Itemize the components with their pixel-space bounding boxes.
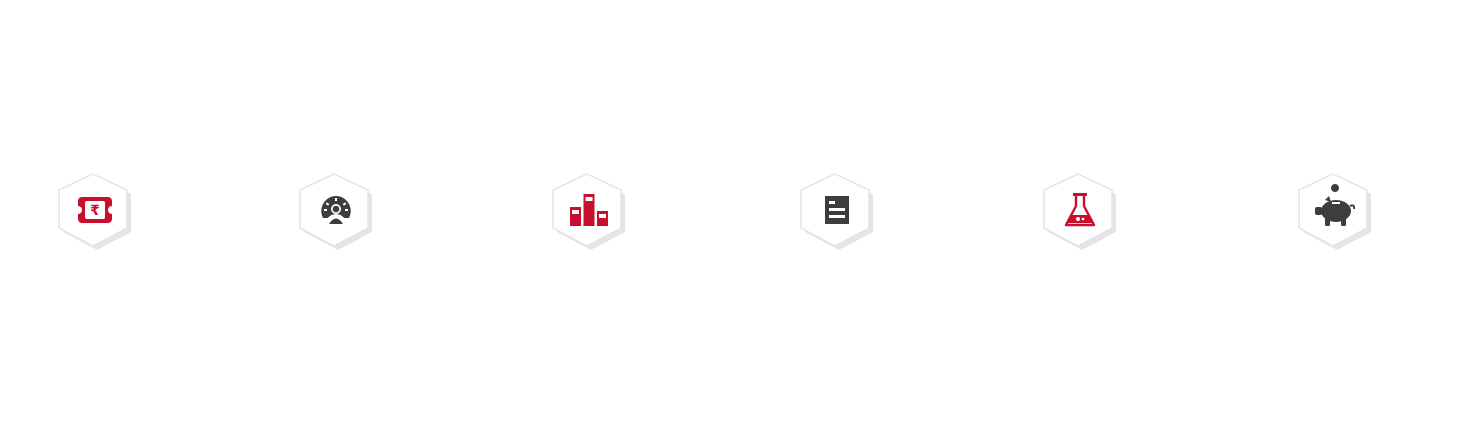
hex-tile-piggy-bank[interactable] xyxy=(1295,172,1375,254)
document-icon xyxy=(825,196,849,224)
hex-tile-background xyxy=(1043,173,1116,250)
speedometer-user-icon xyxy=(321,196,351,224)
flask-icon xyxy=(1064,193,1096,227)
rupee-note-icon: ₹ xyxy=(77,197,113,223)
hex-tile-bar-chart[interactable] xyxy=(549,172,629,254)
bar-chart-icon xyxy=(570,194,608,226)
hex-tile-document[interactable] xyxy=(797,172,877,254)
svg-text:₹: ₹ xyxy=(90,203,100,219)
hex-tile-flask[interactable] xyxy=(1040,172,1120,254)
hex-tile-rupee[interactable]: ₹ xyxy=(55,172,135,254)
hex-tile-speedometer[interactable] xyxy=(296,172,376,254)
piggy-bank-icon xyxy=(1315,184,1355,226)
